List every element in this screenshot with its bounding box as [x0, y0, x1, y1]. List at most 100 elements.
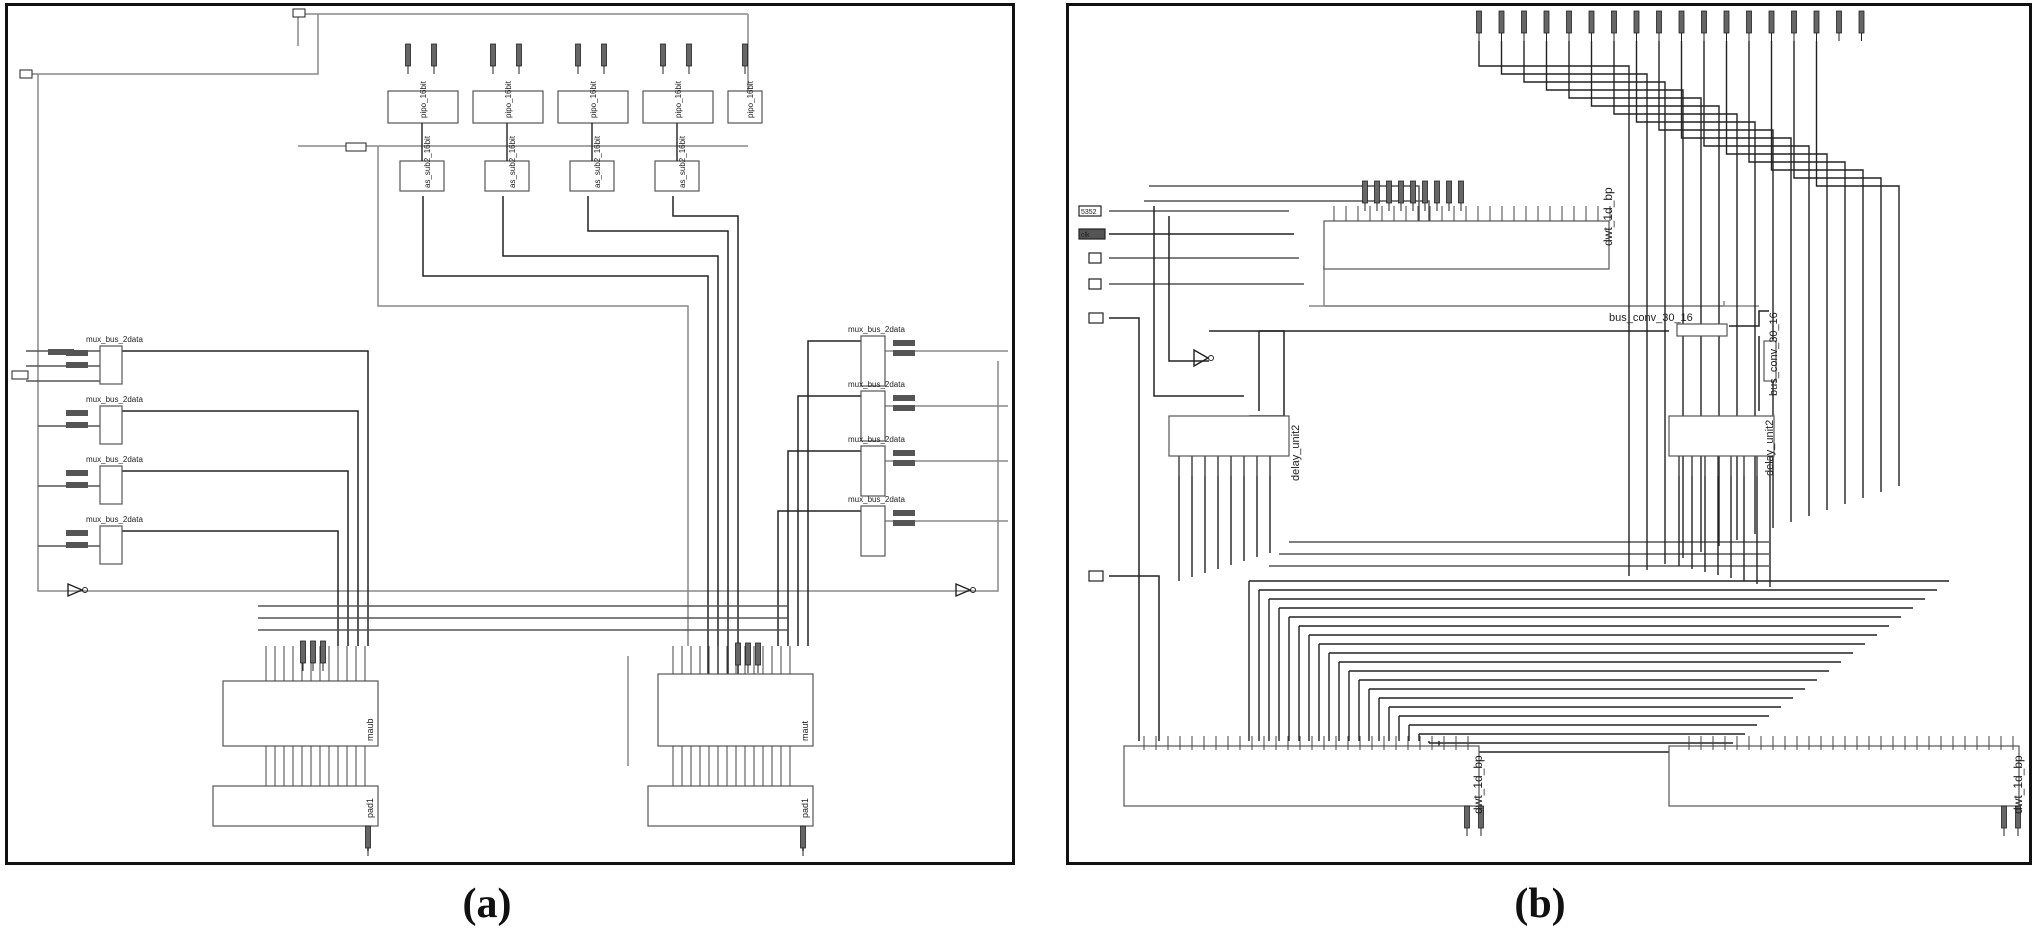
maub-label: maub: [365, 718, 375, 741]
mux-input-port-icon: [66, 410, 88, 416]
output-port-icon: [800, 825, 806, 849]
subtractor-block: [569, 160, 615, 192]
mux-input-port-icon: [66, 422, 88, 428]
mux-block-left: [99, 405, 123, 445]
bias-port-icon: [320, 640, 326, 664]
input-port-icon: [345, 142, 367, 152]
bias-port-icon: [755, 642, 761, 666]
output-port-icon: [365, 825, 371, 849]
delay-unit-block-left: [1168, 415, 1290, 457]
pad-block-right: [647, 785, 814, 827]
pipo-register-block: [727, 90, 763, 124]
input-port-icon: [292, 8, 306, 18]
signal-wire: [1725, 41, 1828, 510]
output-port-icon: [1362, 180, 1368, 204]
signal-wire: [1613, 41, 1738, 540]
output-port-icon: [1858, 10, 1865, 34]
mux-input-port-icon: [66, 350, 88, 356]
bias-port-icon: [310, 640, 316, 664]
mux-input-port-icon: [893, 340, 915, 346]
signal-wire: [1478, 41, 1630, 576]
delay-unit-block-right: [1668, 415, 1775, 457]
delay-unit-label-right: delay_unit2: [1764, 420, 1776, 476]
output-port-icon: [405, 43, 411, 67]
schematic-panel-b: 5352 clk dwt_1d_bp bus_conv_30_16 bus_co…: [1066, 3, 2032, 865]
pipo-register-label: pipo_16bit: [674, 80, 683, 118]
mux-input-port-icon: [66, 530, 88, 536]
mux-block-right: [860, 390, 886, 442]
pad-label-left: pad1: [365, 798, 375, 818]
input-port-label: 5352: [1081, 209, 1097, 216]
mux-label-right: mux_bus_2data: [848, 325, 905, 334]
output-port-icon: [2001, 805, 2007, 829]
bias-port-icon: [735, 642, 741, 666]
mux-block-left: [99, 345, 123, 385]
bias-port-icon: [300, 640, 306, 664]
mux-label-left: mux_bus_2data: [86, 515, 143, 524]
subtractor-block: [399, 160, 445, 192]
subtractor-label: as_sub2_16bit: [508, 135, 517, 188]
clock-port-label: clk: [1081, 232, 1090, 239]
mux-label-left: mux_bus_2data: [86, 335, 143, 344]
mux-input-port-icon: [893, 460, 915, 466]
signal-wire: [1500, 41, 1648, 570]
signal-wire: [1793, 41, 1882, 492]
mux-block-right: [860, 445, 886, 497]
mux-block-right: [860, 335, 886, 387]
pipo-register-block: [387, 90, 459, 124]
subtractor-block: [484, 160, 530, 192]
output-port-icon: [1464, 805, 1470, 829]
output-port-icon: [1656, 10, 1662, 34]
output-port-icon: [1611, 10, 1617, 34]
subtractor-label: as_sub2_16bit: [593, 135, 602, 188]
mux-input-port-icon: [66, 470, 88, 476]
signal-wire: [1703, 41, 1810, 516]
delay-unit-label-left: delay_unit2: [1290, 425, 1302, 481]
mux-block-right: [860, 505, 886, 557]
output-port-icon: [1458, 180, 1464, 204]
mux-input-port-icon: [893, 450, 915, 456]
output-port-icon: [1588, 10, 1595, 34]
output-port-icon: [1813, 10, 1820, 34]
pipo-register-block: [642, 90, 714, 124]
mux-input-port-icon: [66, 542, 88, 548]
dwt-top-label: dwt_1d_bp: [1601, 187, 1615, 246]
bus-conv-vertical-label: bus_conv_30_16: [1768, 312, 1780, 396]
output-port-icon: [1543, 10, 1550, 34]
signal-wire: [1658, 41, 1774, 528]
output-port-icon: [1498, 10, 1505, 34]
pipo-register-block: [557, 90, 629, 124]
signal-wire: [1680, 41, 1792, 522]
caption-a: (a): [462, 881, 512, 927]
bus-conv-block: [1676, 323, 1728, 337]
pad-block-left: [212, 785, 379, 827]
output-port-icon: [490, 43, 496, 67]
dwt-top-block: [1323, 220, 1610, 270]
output-port-icon: [1723, 10, 1730, 34]
subtractor-block: [654, 160, 700, 192]
output-port-icon: [1434, 180, 1440, 204]
bias-port-icon: [745, 642, 751, 666]
maub-block: [222, 680, 379, 747]
dwt-bottom-right-label: dwt_1d_bp: [2011, 755, 2025, 814]
schematic-a-drawing: pipo_16bitas_sub2_16bitpipo_16bitas_sub2…: [11, 8, 1008, 856]
mux-block-left: [99, 465, 123, 505]
dwt-bottom-block-right: [1668, 745, 2020, 807]
output-port-icon: [1836, 10, 1842, 34]
mux-label-left: mux_bus_2data: [86, 455, 143, 464]
output-port-icon: [660, 43, 666, 67]
output-port-icon: [1521, 10, 1527, 34]
mux-input-port-icon: [893, 350, 915, 356]
signal-wire: [1523, 41, 1666, 564]
signal-wire: [1635, 41, 1756, 534]
maut-label: maut: [800, 720, 810, 741]
output-port-icon: [1374, 180, 1380, 204]
schematic-b-drawing: 5352 clk dwt_1d_bp bus_conv_30_16 bus_co…: [1078, 10, 2025, 836]
caption-b: (b): [1514, 881, 1566, 927]
signal-wire: [1545, 41, 1684, 558]
mux-input-port-icon: [893, 510, 915, 516]
output-port-icon: [1422, 180, 1428, 204]
mux-input-port-icon: [893, 395, 915, 401]
mux-input-port-icon: [48, 349, 74, 355]
